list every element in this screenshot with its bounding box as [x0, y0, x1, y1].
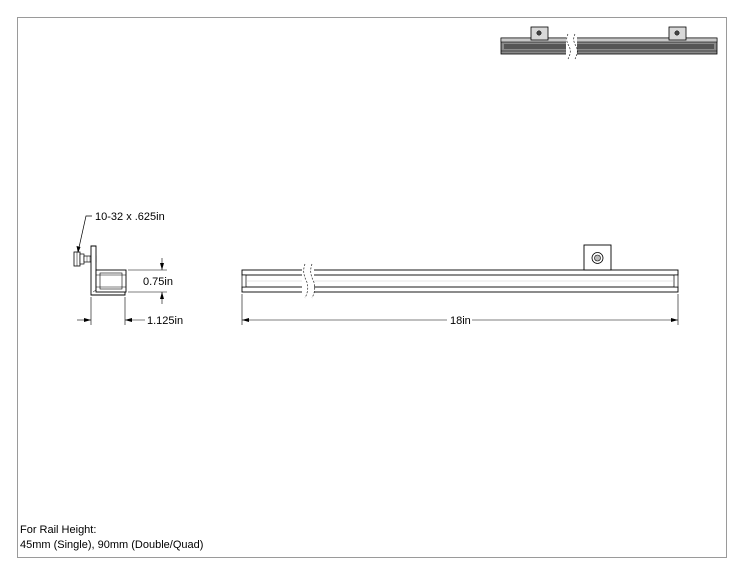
iso-rail-top-face	[500, 37, 718, 43]
height-label: 0.75in	[143, 276, 173, 288]
length-arrow-left	[242, 318, 249, 322]
front-rail-bottom-flange	[241, 286, 679, 293]
length-dimension: 18in	[241, 294, 679, 327]
iso-bolt-left	[536, 30, 542, 36]
front-break-gap	[302, 266, 314, 296]
width-arrow-left	[84, 318, 91, 322]
length-arrow-right	[671, 318, 678, 322]
bolt-washer	[79, 253, 85, 265]
length-label: 18in	[450, 315, 471, 327]
l-bracket-bend	[92, 289, 97, 293]
front-rail-top-flange	[241, 269, 679, 276]
iso-rail-slot	[504, 44, 714, 49]
fastener-leader	[77, 215, 92, 253]
rail-height-note-values: 45mm (Single), 90mm (Double/Quad)	[20, 539, 204, 551]
front-rail-end-right	[673, 274, 679, 288]
height-dimension: 0.75in	[128, 258, 173, 304]
front-rail-end-left	[241, 274, 247, 288]
rail-section-inner	[99, 272, 123, 290]
front-break-line-left	[303, 263, 309, 299]
width-dimension: 1.125in	[77, 297, 183, 327]
end-view	[73, 245, 127, 296]
iso-bolt-right	[674, 30, 680, 36]
height-arrow-top	[160, 263, 164, 270]
fastener-callout: 10-32 x .625in	[76, 211, 165, 253]
front-break-line-right	[310, 263, 316, 299]
rail-height-note-title: For Rail Height:	[20, 524, 97, 536]
iso-break-gap	[566, 34, 577, 59]
fastener-label: 10-32 x .625in	[95, 211, 165, 223]
height-arrow-bottom	[160, 292, 164, 299]
iso-break-line-right	[573, 33, 578, 60]
isometric-view	[500, 26, 718, 60]
fastener-leader-arrow	[76, 246, 81, 253]
front-bracket-bolt	[594, 254, 601, 262]
iso-break-line-left	[566, 33, 571, 60]
width-arrow-right	[125, 318, 132, 322]
width-label: 1.125in	[147, 315, 183, 327]
front-view	[241, 244, 679, 299]
